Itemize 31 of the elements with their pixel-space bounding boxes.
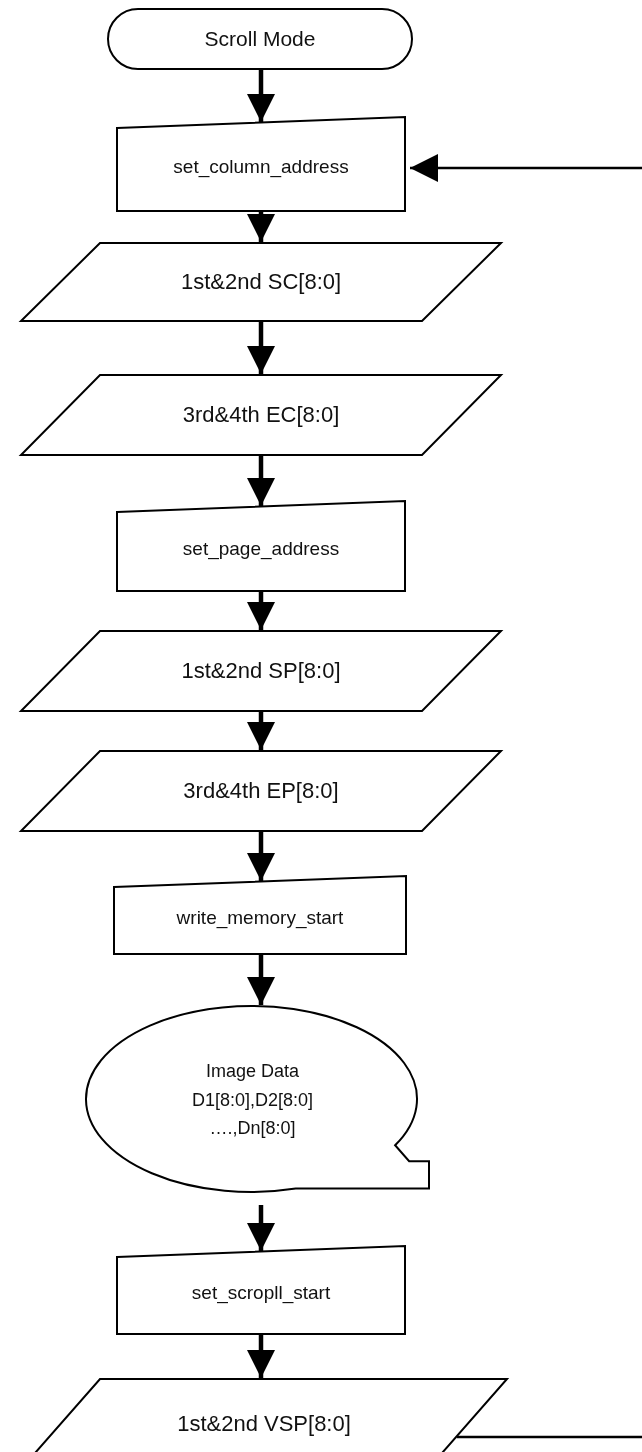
node-label: 1st&2nd SC[8:0] bbox=[180, 268, 342, 297]
node-label: 3rd&4th EC[8:0] bbox=[182, 401, 340, 430]
node-label: 1st&2nd VSP[8:0] bbox=[177, 1410, 351, 1439]
arrow bbox=[247, 832, 275, 881]
manual-input-shape bbox=[113, 875, 407, 955]
arrow bbox=[247, 1335, 275, 1378]
node-label: set_column_address bbox=[173, 154, 349, 180]
manual-input-shape bbox=[116, 500, 406, 592]
manual-input-shape bbox=[116, 116, 406, 212]
data-parallelogram bbox=[20, 630, 502, 712]
arrow bbox=[247, 1205, 275, 1251]
node-label: set_page_address bbox=[182, 536, 340, 562]
node-label: Scroll Mode bbox=[204, 26, 316, 53]
data-parallelogram bbox=[20, 374, 502, 456]
arrow bbox=[410, 154, 642, 182]
manual-input-shape bbox=[116, 1245, 406, 1335]
arrow bbox=[247, 322, 275, 374]
arrow bbox=[247, 456, 275, 506]
arrow bbox=[247, 712, 275, 750]
data-parallelogram bbox=[20, 242, 502, 322]
data-parallelogram bbox=[20, 750, 502, 832]
terminal-shape bbox=[107, 8, 413, 70]
node-label: 1st&2nd SP[8:0] bbox=[181, 657, 341, 686]
node-label: set_scropll_start bbox=[191, 1280, 331, 1306]
node-label: Image Data D1[8:0],D2[8:0] ….,Dn[8:0] bbox=[190, 1059, 315, 1141]
arrow bbox=[247, 955, 275, 1005]
arrow bbox=[247, 212, 275, 242]
arrow bbox=[247, 592, 275, 630]
node-label: write_memory_start bbox=[176, 905, 344, 931]
arrow bbox=[247, 70, 275, 122]
node-label: 3rd&4th EP[8:0] bbox=[183, 777, 339, 806]
